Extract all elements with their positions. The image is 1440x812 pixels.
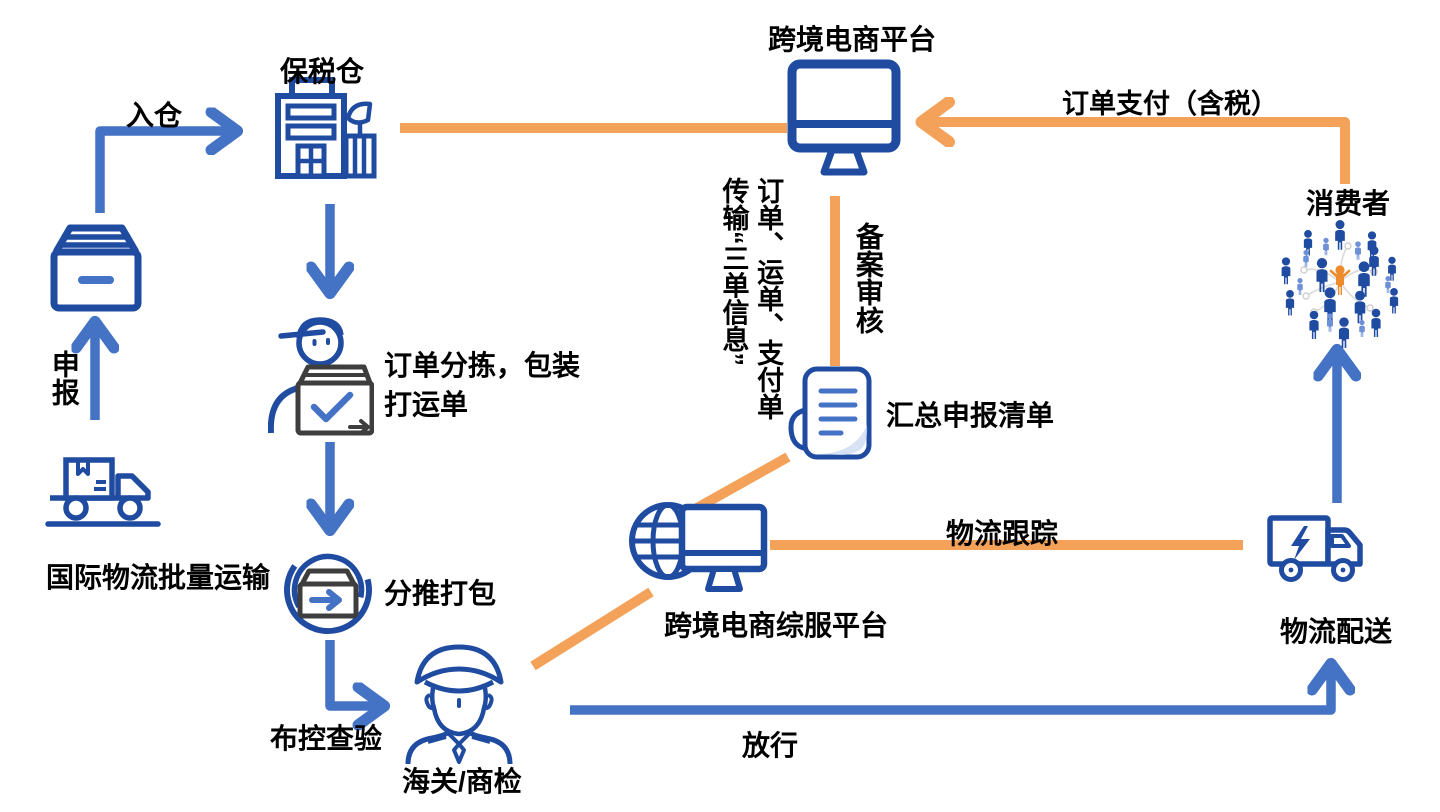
arrow-release xyxy=(570,666,1331,715)
center-consumer xyxy=(1329,265,1351,295)
customs-officer-icon xyxy=(402,638,516,765)
customs-label: 海关/商检 xyxy=(402,766,522,797)
inspection-label: 布控查验 xyxy=(270,723,383,754)
tracking-label: 物流跟踪 xyxy=(946,518,1059,549)
filing-review-label: 备案审核 xyxy=(852,222,884,334)
globe-monitor-icon xyxy=(628,495,770,597)
sorting-cycle-icon xyxy=(282,542,376,638)
bonded-warehouse-label: 保税仓 xyxy=(280,56,365,87)
repacking-label: 分推打包 xyxy=(384,578,497,609)
warehouse-building-icon xyxy=(268,76,382,180)
inbound-label: 入仓 xyxy=(126,100,183,131)
package-box-icon xyxy=(40,216,152,316)
arrow-inbound xyxy=(95,131,235,213)
declaration-list-label: 汇总申报清单 xyxy=(886,400,1055,431)
declare-label: 申报 xyxy=(48,350,80,406)
line-serviceplatform-to-list xyxy=(694,452,791,513)
cargo-truck-icon xyxy=(44,452,164,544)
delivery-label: 物流配送 xyxy=(1280,616,1393,647)
consumer-network-icon xyxy=(1270,216,1410,349)
monitor-icon xyxy=(786,58,902,182)
worker-package-icon xyxy=(267,303,375,439)
delivery-truck-icon xyxy=(1264,506,1370,598)
arrow-inspection xyxy=(325,640,382,706)
document-list-icon xyxy=(783,363,881,471)
intl-logistics-label: 国际物流批量运输 xyxy=(46,562,271,593)
order-sorting-label: 订单分拣，包装 打运单 xyxy=(384,350,581,421)
release-label: 放行 xyxy=(742,730,799,761)
three-docs-label: 订单、运单、支付单 传输“三单信息” xyxy=(718,177,784,420)
arrow-order-payment xyxy=(924,122,1350,184)
order-payment-label: 订单支付（含税） xyxy=(1062,89,1278,119)
line-customs-to-serviceplatform xyxy=(530,587,654,671)
ecommerce-platform-label: 跨境电商平台 xyxy=(768,24,937,55)
consumers-label: 消费者 xyxy=(1306,188,1391,219)
service-platform-label: 跨境电商综服平台 xyxy=(664,610,889,641)
